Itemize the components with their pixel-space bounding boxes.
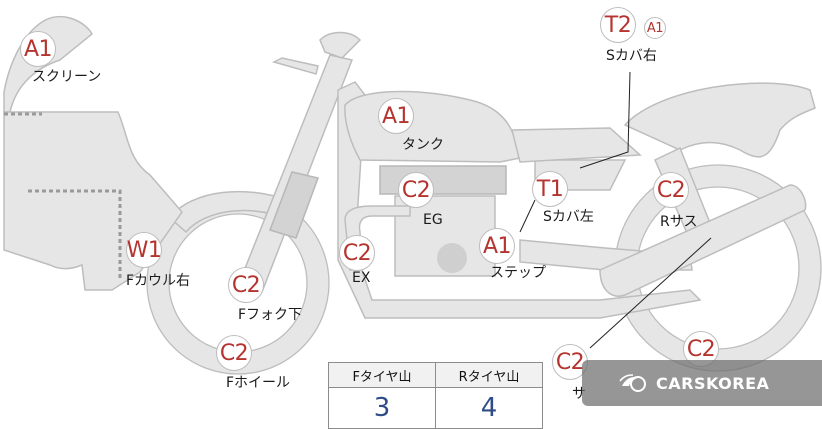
mirror-stalk-drawing bbox=[271, 57, 319, 75]
grade-badge-rear-suspension: C2 bbox=[653, 172, 689, 208]
grade-badge-side-cover-right-extra: A1 bbox=[644, 17, 666, 39]
grade-badge-windscreen: A1 bbox=[20, 31, 56, 67]
cowl-seam-lower bbox=[28, 189, 122, 280]
windscreen-drawing bbox=[3, 16, 93, 113]
label-front-cowl-right: Fカウル右 bbox=[126, 273, 191, 289]
muffler-drawing bbox=[599, 184, 807, 297]
label-front-wheel: Fホイール bbox=[226, 375, 291, 391]
front-tire-header: Fタイヤ山 bbox=[328, 362, 436, 388]
leader-line-muffler bbox=[589, 237, 712, 349]
grade-badge-front-fork-lower: C2 bbox=[228, 267, 264, 303]
watermark-text: CARSKOREA bbox=[656, 373, 770, 393]
grade-badge-side-cover-right: T2 bbox=[600, 7, 636, 43]
label-exhaust: EX bbox=[352, 270, 371, 286]
grade-badge-step: A1 bbox=[479, 228, 515, 264]
leader-line-side-cover-left bbox=[519, 199, 536, 233]
fork-sleeve-drawing bbox=[269, 171, 319, 239]
label-windscreen: スクリーン bbox=[32, 69, 102, 85]
grade-badge-engine: C2 bbox=[398, 172, 434, 208]
label-rear-suspension: Rサス bbox=[660, 214, 698, 230]
tire-tread-table: Fタイヤ山 Rタイヤ山 3 4 bbox=[328, 362, 543, 429]
leader-line-side-cover-right bbox=[579, 71, 631, 169]
flame-logo-icon bbox=[619, 374, 646, 392]
seat-drawing bbox=[511, 127, 642, 163]
rear-tire-value: 4 bbox=[435, 387, 543, 429]
grade-badge-side-cover-left: T1 bbox=[532, 171, 568, 207]
rear-cowl-drawing bbox=[623, 82, 816, 158]
label-step: ステップ bbox=[490, 265, 546, 281]
label-side-cover-right: Sカバ右 bbox=[606, 48, 657, 64]
handlebar-drawing bbox=[319, 31, 362, 59]
rear-tire-header: Rタイヤ山 bbox=[435, 362, 543, 388]
label-tank: タンク bbox=[402, 137, 444, 153]
watermark: CARSKOREA bbox=[582, 360, 822, 406]
grade-badge-front-cowl-right: W1 bbox=[126, 232, 162, 268]
engine-drawing bbox=[379, 165, 507, 277]
grade-badge-exhaust: C2 bbox=[339, 235, 375, 271]
frame-drawing bbox=[337, 81, 702, 319]
label-engine: EG bbox=[423, 212, 443, 228]
front-tire-value: 3 bbox=[328, 387, 436, 429]
grade-badge-tank: A1 bbox=[378, 98, 414, 134]
grade-badge-front-wheel: C2 bbox=[216, 335, 252, 371]
label-side-cover-left: Sカバ左 bbox=[543, 209, 594, 225]
label-front-fork-lower: Fフォク下 bbox=[238, 307, 303, 323]
